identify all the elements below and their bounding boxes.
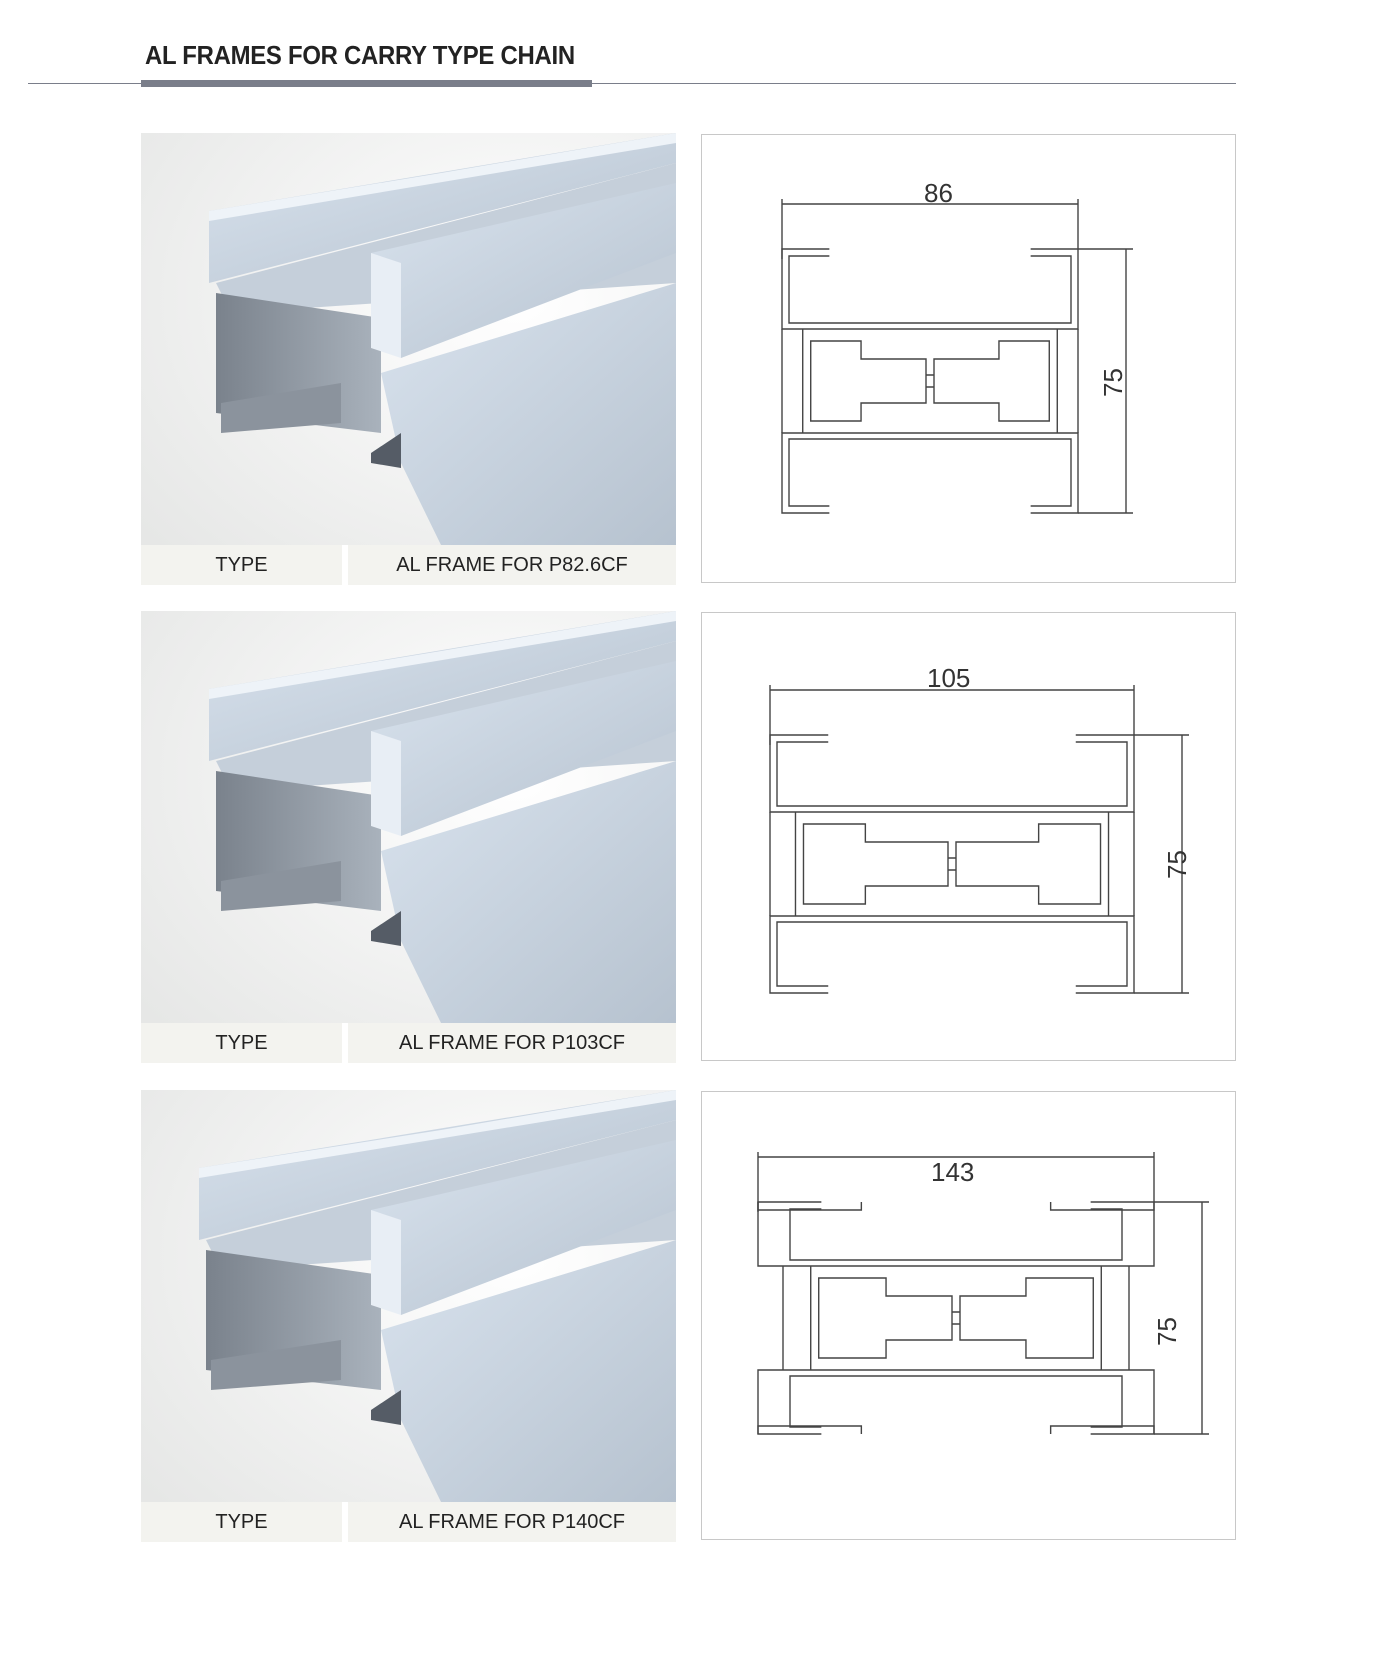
top-channel-inner — [776, 741, 1128, 807]
right-upper-wall-edge — [371, 731, 401, 836]
type-row: TYPE AL FRAME FOR P82.6CF — [141, 545, 676, 585]
left-center-box — [810, 340, 927, 422]
right-lower-wall — [381, 283, 676, 545]
type-value: AL FRAME FOR P103CF — [348, 1023, 676, 1063]
lower-lip — [371, 433, 401, 468]
product-photo-p103cf — [141, 611, 676, 1023]
bottom-channel-outer — [769, 915, 1135, 994]
profile-drawing-svg: 105 75 — [769, 663, 1192, 994]
top-channel-inner — [788, 255, 1072, 324]
width-dimension-line — [757, 1152, 1155, 1212]
center-web — [926, 374, 934, 388]
top-flange-face — [209, 611, 676, 761]
width-dimension: 105 — [927, 663, 970, 693]
height-dimension-line — [1134, 734, 1189, 994]
header-divider — [28, 83, 1236, 84]
bottom-channel-outer — [757, 1369, 1155, 1435]
top-flange-edge — [209, 133, 676, 221]
height-dimension: 75 — [1152, 1317, 1182, 1346]
bottom-channel-inner — [789, 1375, 1123, 1428]
type-label: TYPE — [141, 1502, 342, 1542]
center-web — [952, 1311, 960, 1325]
width-dimension-line — [769, 685, 1135, 745]
lower-channel-interior — [211, 1340, 341, 1390]
left-center-box — [802, 823, 949, 905]
top-channel-outer — [769, 734, 1135, 813]
top-flange-face — [209, 133, 676, 283]
profile-drawing-svg: 86 75 — [781, 178, 1133, 514]
lower-lip — [371, 1390, 401, 1425]
width-dimension: 143 — [931, 1157, 974, 1187]
top-channel-outer — [757, 1201, 1155, 1267]
right-center-box — [955, 823, 1102, 905]
bottom-channel-outer — [781, 432, 1079, 514]
profile-drawing: 143 75 — [701, 1091, 1236, 1540]
top-flange-face — [199, 1090, 676, 1240]
right-lower-wall — [381, 1240, 676, 1502]
title-underline-bar — [141, 80, 592, 87]
profile-drawing-svg: 143 75 — [757, 1152, 1209, 1435]
width-dimension-line — [781, 199, 1079, 259]
lower-lip — [371, 911, 401, 946]
top-flange-edge — [199, 1090, 676, 1178]
lower-channel-interior — [221, 383, 341, 433]
right-center-box — [959, 1277, 1094, 1359]
height-dimension: 75 — [1162, 850, 1192, 879]
right-center-box — [933, 340, 1050, 422]
left-center-box — [818, 1277, 953, 1359]
type-value: AL FRAME FOR P82.6CF — [348, 545, 676, 585]
top-channel-outer — [781, 248, 1079, 330]
bottom-channel-inner — [788, 438, 1072, 507]
height-dimension-line — [1078, 248, 1133, 514]
right-upper-wall — [371, 183, 676, 358]
type-row: TYPE AL FRAME FOR P103CF — [141, 1023, 676, 1063]
profile-drawing: 86 75 — [701, 134, 1236, 583]
right-upper-wall-edge — [371, 1210, 401, 1315]
page-title: AL FRAMES FOR CARRY TYPE CHAIN — [145, 40, 575, 70]
height-dimension-line — [1154, 1201, 1209, 1435]
height-dimension: 75 — [1098, 368, 1128, 397]
type-value: AL FRAME FOR P140CF — [348, 1502, 676, 1542]
lower-channel-interior — [221, 861, 341, 911]
width-dimension: 86 — [924, 178, 953, 208]
right-lower-wall — [381, 761, 676, 1023]
type-label: TYPE — [141, 545, 342, 585]
product-photo-p82-6cf — [141, 133, 676, 545]
top-channel-inner — [789, 1208, 1123, 1261]
product-photo-p140cf — [141, 1090, 676, 1502]
right-upper-wall-edge — [371, 253, 401, 358]
right-upper-wall — [371, 661, 676, 836]
type-row: TYPE AL FRAME FOR P140CF — [141, 1502, 676, 1542]
bottom-channel-inner — [776, 921, 1128, 987]
top-flange-edge — [209, 611, 676, 699]
right-upper-wall — [371, 1140, 676, 1315]
flange-lips — [757, 1202, 1155, 1434]
profile-drawing: 105 75 — [701, 612, 1236, 1061]
center-web — [948, 857, 956, 871]
type-label: TYPE — [141, 1023, 342, 1063]
